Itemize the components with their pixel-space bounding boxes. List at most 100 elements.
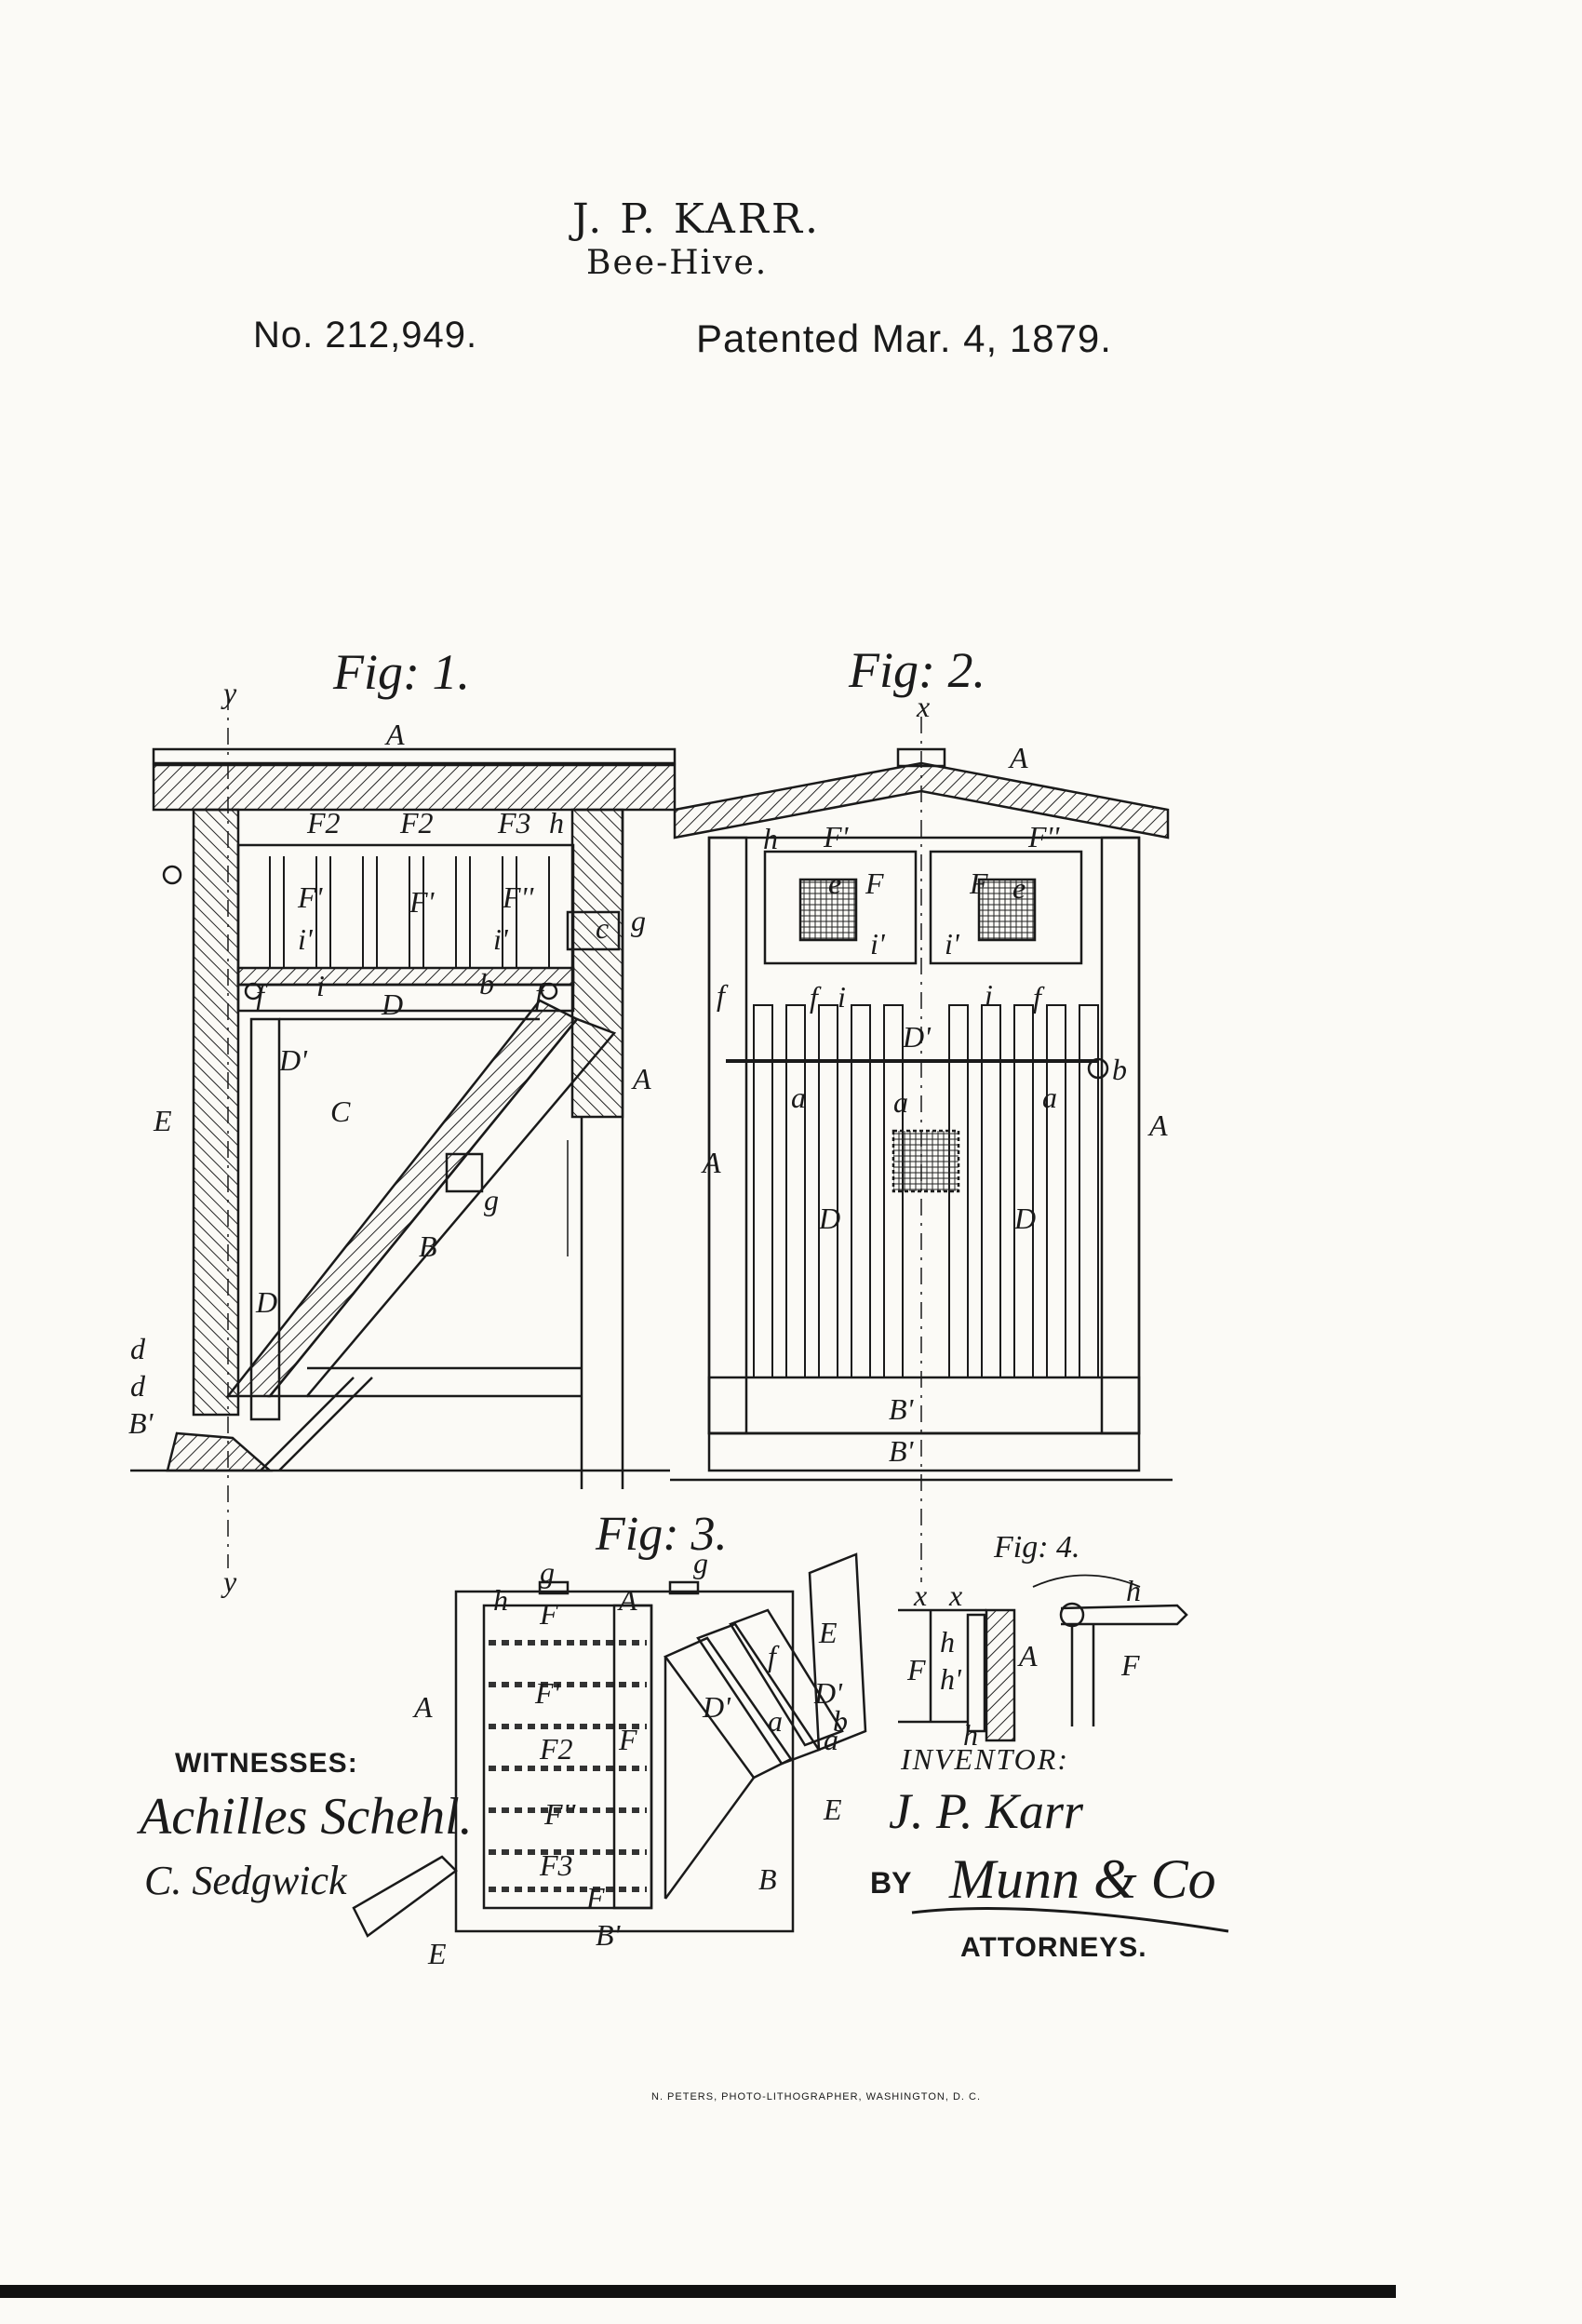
ref-letter: i' xyxy=(298,922,314,956)
ref-letter: C xyxy=(330,1095,351,1128)
ref-letter: f xyxy=(1033,980,1045,1014)
ref-letter: B' xyxy=(596,1918,622,1952)
ref-letter: A xyxy=(1008,741,1028,774)
invention-title: Bee-Hive. xyxy=(586,244,769,282)
ref-letter: F' xyxy=(409,885,436,919)
ref-letter: F' xyxy=(534,1676,561,1710)
ref-letter: y xyxy=(221,1565,237,1598)
ref-letter: E xyxy=(427,1937,447,1970)
ref-letter: A xyxy=(631,1062,651,1095)
ref-letter: D xyxy=(818,1202,840,1235)
ref-letter: A xyxy=(412,1690,433,1724)
ref-letter: D' xyxy=(902,1020,932,1054)
ref-letter: b xyxy=(1112,1053,1127,1086)
ref-letter: a xyxy=(1042,1081,1057,1114)
ref-letter: y xyxy=(221,676,237,709)
ref-letter: E xyxy=(818,1616,838,1649)
ref-letter: F xyxy=(906,1653,926,1686)
ref-letter: i' xyxy=(493,922,509,956)
ref-letter: x xyxy=(913,1578,927,1612)
figure-3 xyxy=(352,1552,867,1938)
figure-4 xyxy=(898,1574,1188,1742)
ref-letter: A xyxy=(617,1583,637,1617)
ref-letter: F' xyxy=(823,820,850,853)
ref-letter: F'' xyxy=(502,880,534,914)
ref-letter: h xyxy=(549,806,564,840)
ref-letter: d xyxy=(130,1369,146,1403)
by-label: BY xyxy=(870,1866,912,1900)
fig1-label: Fig: 1. xyxy=(332,644,470,700)
ref-letter: D' xyxy=(813,1676,843,1710)
ref-letter: F xyxy=(865,866,884,900)
ref-letter: A xyxy=(701,1146,721,1179)
ref-letter: F3 xyxy=(539,1848,573,1882)
inventor-signature: J. P. Karr xyxy=(889,1783,1084,1839)
witness-signature-1: Achilles Schehl. xyxy=(140,1788,473,1846)
ref-letter: B xyxy=(758,1862,777,1896)
ref-letter: F xyxy=(539,1597,558,1631)
ref-letter: B' xyxy=(889,1434,915,1468)
ref-letter: F'' xyxy=(1027,820,1060,853)
ref-letter: h xyxy=(763,822,778,855)
ref-letter: x xyxy=(948,1578,962,1612)
ref-letter: A xyxy=(1147,1108,1168,1142)
ref-letter: f xyxy=(810,980,822,1014)
witnesses-label: WITNESSES: xyxy=(175,1748,358,1779)
ref-letter: g xyxy=(631,904,646,937)
ref-letter: F2 xyxy=(306,806,341,840)
fig4-label: Fig: 4. xyxy=(993,1530,1080,1565)
inventor-name: J. P. KARR. xyxy=(572,195,821,243)
ref-letter: i xyxy=(838,980,846,1014)
ref-letter: i' xyxy=(945,927,960,960)
ref-letter: h' xyxy=(940,1662,962,1696)
patent-date: Patented Mar. 4, 1879. xyxy=(696,316,1112,360)
ref-letter: g xyxy=(693,1546,708,1579)
ref-letter: c xyxy=(596,911,609,945)
attorneys-label: ATTORNEYS. xyxy=(960,1932,1147,1963)
ref-letter: A xyxy=(1017,1639,1038,1672)
ref-letter: b xyxy=(833,1704,848,1738)
ref-letter: b xyxy=(479,967,494,1001)
attorney-signature: Munn & Co xyxy=(949,1848,1216,1910)
ref-letter: F xyxy=(969,866,988,900)
ref-letter: D' xyxy=(702,1690,731,1724)
witness-signature-2: C. Sedgwick xyxy=(144,1858,347,1903)
ref-letter: D xyxy=(1013,1202,1036,1235)
ref-letter: B xyxy=(419,1229,437,1263)
ref-letter: F2 xyxy=(399,806,434,840)
ref-letter: i xyxy=(985,978,993,1012)
fig2-label: Fig: 2. xyxy=(848,642,985,698)
scan-edge-bar xyxy=(0,2285,1396,2298)
ref-letter: h xyxy=(963,1718,978,1752)
ref-letter: f xyxy=(717,978,729,1012)
ref-letter: F xyxy=(618,1723,637,1756)
ref-letter: i xyxy=(316,969,325,1002)
ref-letter: B' xyxy=(889,1392,915,1426)
ref-letter: x xyxy=(916,690,930,723)
ref-letter: D xyxy=(255,1285,277,1319)
fig3-label: Fig: 3. xyxy=(595,1508,728,1561)
ref-letter: a xyxy=(893,1085,908,1119)
ref-letter: D' xyxy=(278,1043,308,1077)
lithographer-credit: N. PETERS, PHOTO-LITHOGRAPHER, WASHINGTO… xyxy=(651,2091,981,2102)
ref-letter: h xyxy=(493,1583,508,1617)
ref-letter: E xyxy=(153,1104,172,1137)
ref-letter: e xyxy=(828,866,841,900)
patent-number: No. 212,949. xyxy=(253,315,478,356)
ref-letter: F3 xyxy=(497,806,531,840)
ref-letter: g xyxy=(484,1183,499,1216)
ref-letter: E xyxy=(823,1793,842,1826)
ref-letter: e xyxy=(1012,871,1026,905)
ref-letter: h xyxy=(1126,1574,1141,1607)
ref-letter: F2 xyxy=(539,1732,573,1766)
ref-letter: a xyxy=(824,1723,838,1756)
ref-letter: d xyxy=(130,1332,146,1365)
ref-letter: F xyxy=(585,1881,605,1914)
ref-letter: i' xyxy=(870,927,886,960)
ref-letter: A xyxy=(384,718,405,751)
ref-letter: a xyxy=(768,1704,783,1738)
figure-1 xyxy=(130,693,677,1568)
ref-letter: f xyxy=(768,1639,780,1672)
ref-letter: F' xyxy=(297,880,324,914)
